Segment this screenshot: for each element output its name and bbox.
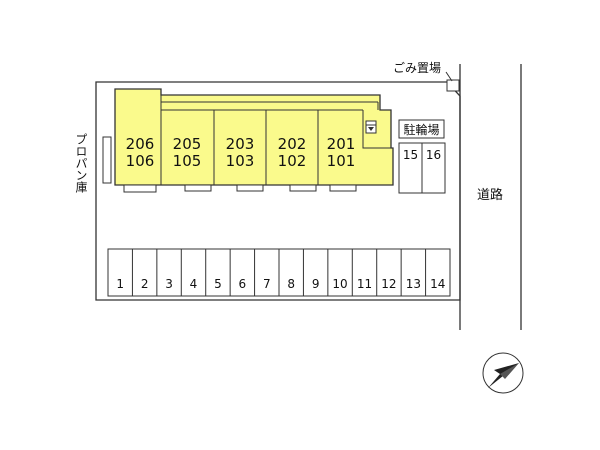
unit-lower-number: 106 (126, 152, 155, 170)
parking-space-number: 4 (190, 277, 198, 291)
parking-space-number: 12 (381, 277, 396, 291)
unit-201: 201 101 (327, 135, 356, 170)
garbage-leader-line (445, 71, 453, 82)
parking-space-number: 13 (406, 277, 421, 291)
bike-slot-number: 15 (403, 148, 418, 162)
unit-205: 205 105 (173, 135, 202, 170)
unit-doorstep (289, 184, 317, 192)
unit-upper-number: 206 (126, 135, 155, 153)
parking-space-number: 8 (287, 277, 295, 291)
unit-upper-number: 205 (173, 135, 202, 153)
north-arrow-icon (482, 352, 524, 394)
bicycle-parking-label-box (398, 119, 445, 139)
bike-slot (421, 142, 446, 194)
bike-slot-number: 16 (426, 148, 441, 162)
unit-upper-number: 203 (226, 135, 255, 153)
unit-doorstep (123, 184, 157, 193)
garbage-area (446, 79, 460, 92)
propane-storage (102, 136, 112, 184)
unit-lower-number: 105 (173, 152, 202, 170)
parking-space-number: 7 (263, 277, 271, 291)
parking-space-number: 9 (312, 277, 320, 291)
unit-doorstep (329, 184, 357, 192)
meter-box-icon (365, 120, 377, 134)
parking-space-number: 2 (141, 277, 149, 291)
bicycle-parking-label: 駐輪場 (403, 122, 439, 137)
unit-202: 202 102 (278, 135, 307, 170)
unit-203: 203 103 (226, 135, 255, 170)
parking-space-number: 14 (430, 277, 445, 291)
road-label: 道路 (477, 187, 503, 203)
unit-upper-number: 201 (327, 135, 356, 153)
parking-space-number: 1 (116, 277, 124, 291)
parking-space-number: 3 (165, 277, 173, 291)
unit-lower-number: 101 (327, 152, 356, 170)
bicycle-parking: 駐輪場 15 16 (398, 119, 446, 194)
parking-space-number: 6 (239, 277, 247, 291)
parking-space-number: 5 (214, 277, 222, 291)
unit-lower-number: 103 (226, 152, 255, 170)
unit-upper-number: 202 (278, 135, 307, 153)
stair-area (362, 110, 391, 149)
parking-space-number: 11 (357, 277, 372, 291)
parking-space-number: 10 (332, 277, 347, 291)
propane-storage-label: プロパン庫 (74, 133, 88, 194)
unit-206: 206 106 (126, 135, 155, 170)
unit-lower-number: 102 (278, 152, 307, 170)
unit-doorstep (184, 184, 212, 192)
unit-doorstep (236, 184, 264, 192)
garbage-area-label: ごみ置場 (393, 60, 441, 75)
